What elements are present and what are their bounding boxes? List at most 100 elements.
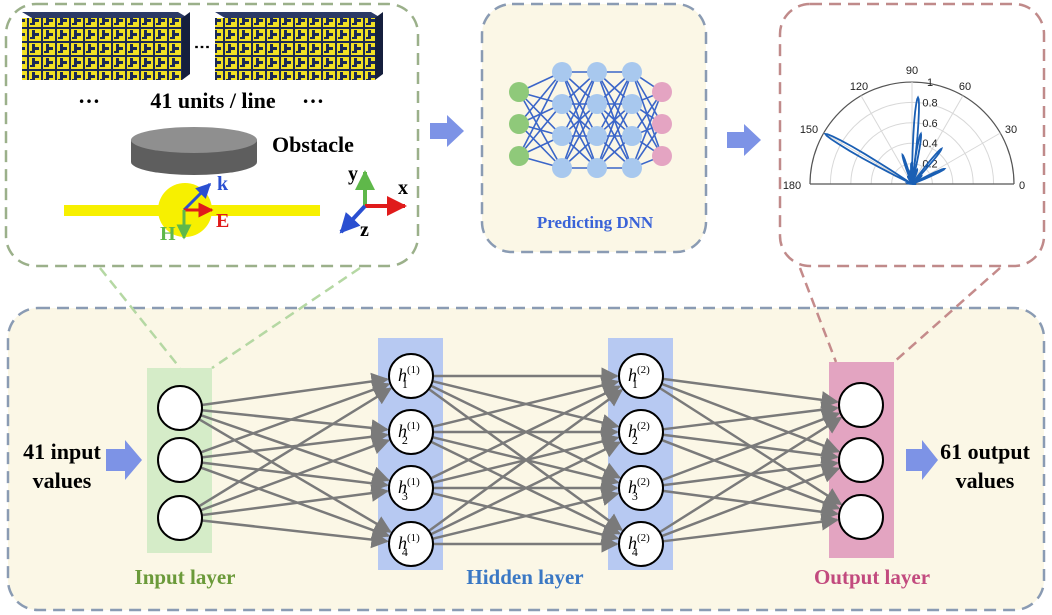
zoom-line-left-a: [99, 267, 181, 369]
mini-dnn-node: [509, 114, 529, 134]
connection-input-hidden1: [201, 519, 389, 549]
connection-hidden1-hidden2: [432, 488, 620, 541]
mini-dnn-edge: [631, 91, 663, 169]
mini-dnn-node: [622, 126, 642, 146]
output-node: [838, 382, 884, 428]
obstacle-cylinder: [131, 127, 257, 175]
hidden-layer-label: Hidden layer: [466, 565, 583, 589]
hidden-node-label: h(1)3: [398, 476, 420, 503]
mini-dnn-node: [587, 94, 607, 114]
axis-x-label: x: [398, 177, 408, 199]
mini-dnn-node: [622, 94, 642, 114]
polar-lobe: [901, 152, 913, 185]
hidden-node: [618, 465, 664, 511]
dots-left: …: [78, 83, 100, 108]
hidden-node-label: h(1)2: [398, 420, 420, 447]
dots-between-strips: ⋮: [193, 39, 210, 55]
polar-grid-spoke: [860, 95, 913, 185]
connection-hidden1-hidden2: [432, 376, 620, 429]
mini-dnn-node: [552, 126, 572, 146]
mini-dnn-node: [587, 158, 607, 178]
polar-radial-label: 0.6: [922, 118, 937, 130]
coordinate-axes: [339, 170, 407, 234]
polar-angle-label: 30: [1005, 124, 1017, 136]
network-connections: [198, 367, 843, 553]
hidden-node-label: h(2)1: [628, 364, 650, 391]
mini-dnn-edge: [561, 71, 598, 169]
axis-y-label: y: [348, 163, 358, 185]
connection-input-hidden1: [200, 381, 391, 454]
mini-dnn-node: [652, 82, 672, 102]
polar-angle-label: 0: [1019, 180, 1025, 192]
polar-lobe: [907, 175, 913, 185]
connection-hidden1-hidden2: [430, 385, 621, 480]
input-arrow: [106, 440, 142, 480]
polar-grid-spoke: [911, 95, 964, 185]
mini-dnn-node: [652, 114, 672, 134]
zoom-line-right-a: [798, 267, 838, 363]
connection-hidden2-output: [661, 410, 841, 482]
obstacle-label: Obstacle: [272, 132, 354, 157]
polar-radial-label: 0.4: [922, 138, 937, 150]
input-values-line1: 41 input: [23, 439, 101, 464]
mini-dnn-edge: [596, 71, 633, 169]
connection-input-hidden1: [201, 428, 389, 459]
E-label: E: [216, 210, 229, 232]
output-node: [838, 437, 884, 483]
network-nodes: h(1)1h(1)2h(1)3h(1)4h(2)1h(2)2h(2)3h(2)4: [157, 353, 884, 567]
output-node: [838, 494, 884, 540]
connection-hidden2-output: [662, 377, 839, 409]
metasurface-strip-right: [215, 12, 383, 80]
output-values-line1: 61 output: [940, 439, 1031, 464]
connection-input-hidden1: [201, 484, 389, 517]
hidden-node-label: h(1)1: [398, 364, 420, 391]
output-arrow: [906, 440, 938, 480]
input-node: [157, 385, 203, 431]
connection-input-hidden1: [200, 437, 391, 512]
arrow-to-polar: [727, 124, 761, 156]
polar-lobe: [823, 132, 913, 185]
hidden-node: [388, 409, 434, 455]
connection-hidden1-hidden2: [430, 441, 621, 536]
hidden-node: [388, 353, 434, 399]
polar-grid-spoke: [823, 132, 913, 185]
polar-lobe: [911, 95, 920, 185]
connection-input-hidden1: [200, 466, 391, 539]
mini-dnn-node: [652, 146, 672, 166]
mini-dnn-edge: [596, 103, 633, 169]
predicting-dnn-caption: Predicting DNN: [537, 213, 654, 232]
mini-dnn-edge: [518, 71, 563, 157]
zoom-line-right-b: [893, 267, 1001, 363]
polar-angle-label: 120: [850, 81, 868, 93]
mini-dnn-node: [622, 158, 642, 178]
zoom-line-left-b: [211, 266, 361, 370]
mini-dnn-node: [552, 158, 572, 178]
hidden-node: [388, 521, 434, 567]
polar-angle-label: 90: [906, 65, 918, 77]
input-layer-label: Input layer: [135, 565, 236, 589]
hidden-node-label: h(2)3: [628, 476, 650, 503]
polar-angle-label: 60: [959, 81, 971, 93]
mini-dnn-graphic: [509, 62, 672, 178]
H-label: H: [160, 223, 176, 245]
mini-dnn-edge: [596, 71, 633, 137]
mini-dnn-node: [552, 94, 572, 114]
axis-z-label: z: [360, 219, 369, 241]
hidden-node: [618, 409, 664, 455]
polar-lobe: [911, 168, 947, 185]
k-label: k: [217, 173, 229, 195]
dots-right: …: [302, 83, 324, 108]
connection-input-hidden1: [198, 387, 393, 508]
mini-dnn-node: [587, 126, 607, 146]
hidden-node-label: h(2)4: [628, 532, 650, 559]
mini-dnn-node: [587, 62, 607, 82]
polar-lobe: [904, 182, 913, 185]
connection-input-hidden1: [201, 409, 389, 437]
hidden-node: [618, 353, 664, 399]
polar-lobe: [911, 146, 943, 185]
mini-dnn-node: [552, 62, 572, 82]
units-per-line-label: 41 units / line: [150, 88, 276, 113]
metasurface-strip-left: [22, 12, 190, 80]
